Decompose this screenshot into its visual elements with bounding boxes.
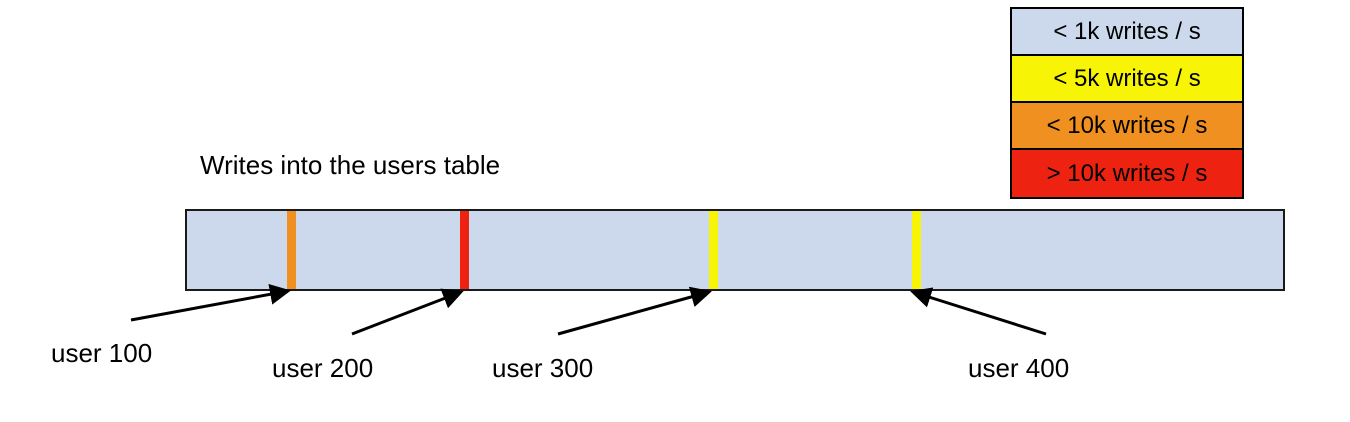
arrow-user-100 [130,283,291,322]
write-rate-legend: < 1k writes / s < 5k writes / s < 10k wr… [1010,7,1244,199]
user-label-300: user 300 [492,353,594,383]
stripe-user-300 [709,211,718,289]
legend-label-over-10k: > 10k writes / s [1046,159,1208,187]
stripe-user-100 [287,211,296,289]
arrow-user-200 [351,288,464,336]
users-table-bar [185,209,1285,291]
stripe-user-200 [460,211,469,289]
legend-label-under-5k: < 5k writes / s [1053,64,1201,92]
user-label-400: user 400 [968,353,1070,383]
chart-title: Writes into the users table [200,150,501,180]
legend-row-under-10k: < 10k writes / s [1012,103,1242,150]
legend-label-under-1k: < 1k writes / s [1053,17,1201,45]
user-label-100: user 100 [51,338,153,368]
legend-row-over-10k: > 10k writes / s [1012,150,1242,197]
legend-label-under-10k: < 10k writes / s [1046,111,1208,139]
legend-row-under-5k: < 5k writes / s [1012,56,1242,103]
arrow-user-300 [557,286,712,336]
stripe-user-400 [912,211,921,289]
legend-row-under-1k: < 1k writes / s [1012,9,1242,56]
arrow-user-400 [910,287,1047,336]
user-label-200: user 200 [272,353,374,383]
